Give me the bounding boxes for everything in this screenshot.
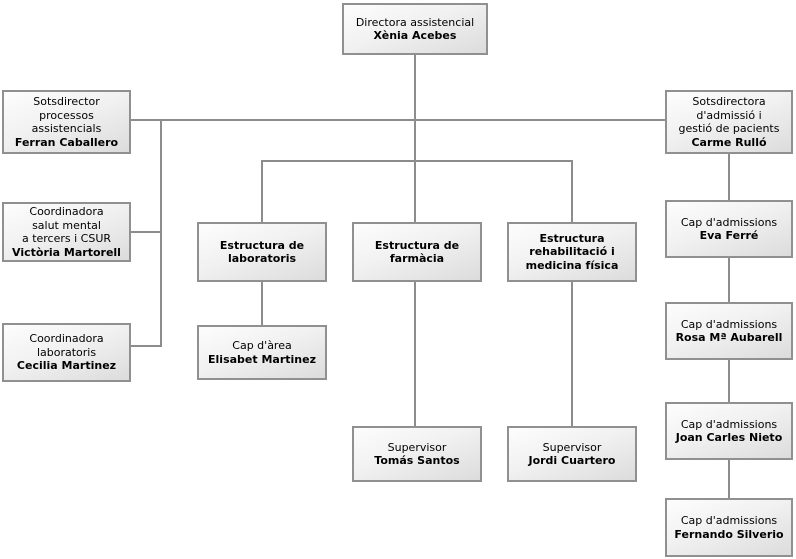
role-text: Directora assistencial xyxy=(355,15,475,29)
connector-carme-eva xyxy=(728,154,730,200)
role-text: Sotsdirector xyxy=(33,95,100,108)
role-text: Supervisor xyxy=(542,440,602,454)
role-text: Cap d'àrea xyxy=(232,339,292,352)
org-node-cap-admissions-3: Cap d'admissions Joan Carles Nieto xyxy=(665,402,793,460)
person-name: Tomás Santos xyxy=(374,454,460,467)
person-name: Jordi Cuartero xyxy=(528,454,616,467)
unit-text: laboratoris xyxy=(227,252,297,265)
org-node-sotsdirectora-admissio: Sotsdirectora d'admissió i gestió de pac… xyxy=(665,90,793,154)
org-node-cap-area: Cap d'àrea Elisabet Martinez xyxy=(197,325,327,380)
unit-text: rehabilitació i xyxy=(529,245,615,259)
connector-farm-tomas xyxy=(414,282,416,426)
person-name: Carme Rulló xyxy=(691,135,767,149)
org-node-cap-admissions-1: Cap d'admissions Eva Ferré xyxy=(665,200,793,258)
unit-text: farmàcia xyxy=(389,252,445,265)
org-node-coordinadora-salut-mental: Coordinadora salut mental a tercers i CS… xyxy=(2,202,131,262)
org-node-estructura-rehabilitacio: Estructura rehabilitació i medicina físi… xyxy=(507,222,637,282)
person-name: Ferran Caballero xyxy=(14,135,119,149)
org-node-supervisor-farmacia: Supervisor Tomás Santos xyxy=(352,426,482,482)
connector-rosa-joan xyxy=(728,360,730,402)
person-name: Joan Carles Nieto xyxy=(675,431,783,444)
connector-lab-drop xyxy=(261,160,263,222)
role-text: d'admissió i xyxy=(696,108,762,122)
person-name: Fernando Silverio xyxy=(674,527,784,541)
org-node-cap-admissions-4: Cap d'admissions Fernando Silverio xyxy=(665,498,793,557)
connector-victoria-stub xyxy=(131,231,162,233)
role-text: salut mental xyxy=(32,218,101,232)
person-name: Rosa Mª Aubarell xyxy=(675,331,783,344)
person-name: Victòria Martorell xyxy=(12,245,121,259)
person-name: Eva Ferré xyxy=(699,229,759,242)
role-text: Cap d'admissions xyxy=(680,317,778,331)
connector-left-spine-vertical xyxy=(160,119,162,347)
org-node-supervisor-rehabilitacio: Supervisor Jordi Cuartero xyxy=(507,426,637,482)
unit-text: Estructura de xyxy=(219,238,305,252)
role-text: Coordinadora xyxy=(29,332,104,346)
role-text: gestió de pacients xyxy=(678,122,780,135)
org-node-coordinadora-laboratoris: Coordinadora laboratoris Cecilia Martine… xyxy=(2,323,131,382)
org-node-estructura-laboratoris: Estructura de laboratoris xyxy=(197,222,327,282)
connector-rake-horizontal xyxy=(261,160,573,162)
role-text: Supervisor xyxy=(387,440,447,454)
role-text: laboratoris xyxy=(36,345,97,359)
role-text: assistencials xyxy=(31,122,102,135)
org-node-estructura-farmacia: Estructura de farmàcia xyxy=(352,222,482,282)
role-text: Cap d'admissions xyxy=(680,215,778,229)
unit-text: Estructura de xyxy=(374,238,460,252)
role-text: Cap d'admissions xyxy=(680,417,778,431)
connector-lab-elisabet xyxy=(261,282,263,325)
org-node-directora-assistencial: Directora assistencial Xènia Acebes xyxy=(342,3,488,55)
person-name: Cecilia Martinez xyxy=(16,359,117,373)
connector-cecilia-stub xyxy=(131,345,162,347)
unit-text: medicina física xyxy=(525,258,619,272)
connector-rehab-jordi xyxy=(571,282,573,426)
role-text: Sotsdirectora xyxy=(692,95,766,108)
role-text: Coordinadora xyxy=(29,205,104,218)
org-node-sotsdirector-processos: Sotsdirector processos assistencials Fer… xyxy=(2,90,131,154)
role-text: Cap d'admissions xyxy=(680,514,778,527)
connector-directora-center-vertical xyxy=(414,55,416,222)
role-text: a tercers i CSUR xyxy=(21,232,112,245)
connector-joan-fernando xyxy=(728,460,730,498)
connector-rehab-drop xyxy=(571,160,573,222)
role-text: processos xyxy=(39,108,94,122)
unit-text: Estructura xyxy=(539,231,605,245)
org-node-cap-admissions-2: Cap d'admissions Rosa Mª Aubarell xyxy=(665,302,793,360)
connector-eva-rosa xyxy=(728,258,730,302)
person-name: Elisabet Martinez xyxy=(208,352,316,366)
connector-main-horizontal xyxy=(131,119,665,121)
person-name: Xènia Acebes xyxy=(373,29,457,42)
